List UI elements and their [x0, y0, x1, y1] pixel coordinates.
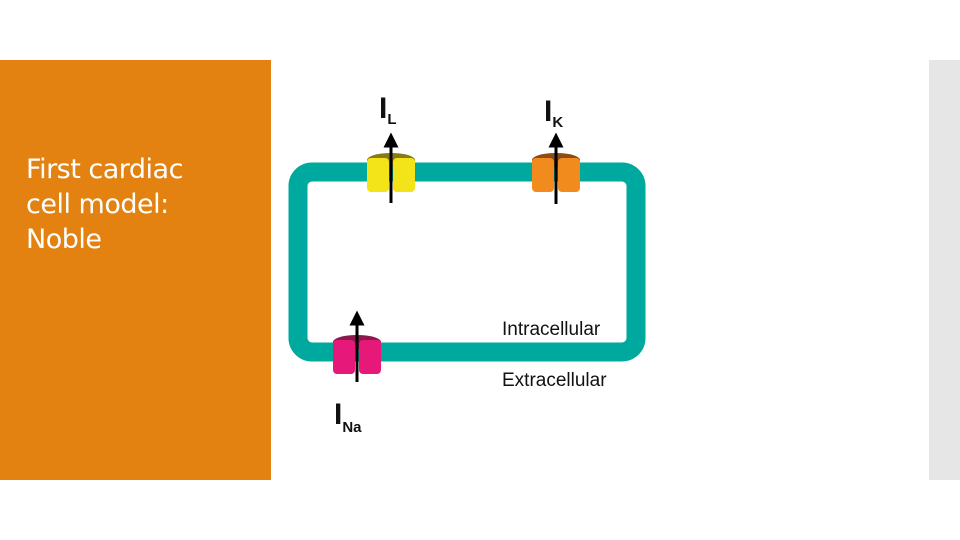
- channel-L-right-half: [393, 158, 415, 192]
- title-panel: [0, 60, 271, 480]
- extracellular-label: Extracellular: [502, 370, 607, 391]
- current-K-main: I: [544, 95, 552, 128]
- slide-title: First cardiac cell model: Noble: [26, 152, 266, 257]
- title-line-3: Noble: [26, 224, 102, 255]
- channel-K: [532, 132, 580, 204]
- current-label-L: IL: [379, 92, 397, 128]
- current-Na-main: I: [334, 398, 342, 431]
- channel-K-right-half: [558, 158, 580, 192]
- channel-Na-right-half: [359, 340, 381, 374]
- current-L-sub: L: [387, 111, 396, 128]
- title-line-1: First cardiac: [26, 154, 183, 185]
- right-side-strip: [929, 60, 960, 480]
- cell-membrane: [288, 162, 646, 362]
- current-L-main: I: [379, 92, 387, 125]
- channel-Na: [333, 310, 381, 382]
- channel-Na-left-half: [333, 340, 355, 374]
- channel-L: [367, 132, 415, 203]
- current-label-K: IK: [544, 95, 563, 131]
- channel-L-left-half: [367, 158, 389, 192]
- title-line-2: cell model:: [26, 189, 169, 220]
- current-Na-sub: Na: [342, 419, 362, 436]
- current-K-sub: K: [552, 114, 563, 131]
- current-label-Na: INa: [334, 398, 362, 436]
- channel-K-left-half: [532, 158, 554, 192]
- intracellular-label: Intracellular: [502, 319, 601, 340]
